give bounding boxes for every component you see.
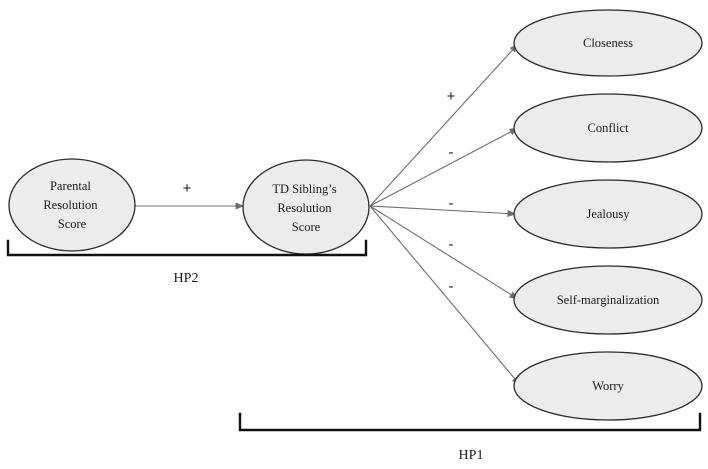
bracket-hp2 <box>6 239 368 257</box>
node-parental-line-3: Score <box>58 217 87 231</box>
edge-sibling-to-conflict <box>369 127 519 207</box>
node-parental-resolution-score: Parental Resolution Score <box>8 158 136 252</box>
sign-sibling-to-selfmarg: - <box>449 236 454 253</box>
bracket-hp1 <box>238 412 702 432</box>
node-sibling-line-2: Resolution <box>277 201 332 215</box>
edge-sibling-to-closeness <box>369 43 519 207</box>
node-td-sibling-resolution-score: TD Sibling’s Resolution Score <box>242 159 370 255</box>
node-jealousy-label: Jealousy <box>586 207 630 221</box>
sign-sibling-to-jealousy: - <box>449 195 454 212</box>
sign-sibling-to-conflict: - <box>449 144 454 161</box>
node-closeness-label: Closeness <box>583 36 633 50</box>
label-hp1: HP1 <box>459 448 484 463</box>
node-sibling-line-1: TD Sibling’s <box>272 182 336 196</box>
node-self-marginalization: Self-marginalization <box>513 265 703 335</box>
node-selfmarg-label: Self-marginalization <box>557 293 660 307</box>
node-jealousy: Jealousy <box>513 179 703 249</box>
node-parental-line-2: Resolution <box>43 198 98 212</box>
node-worry-label: Worry <box>592 379 624 393</box>
label-hp2: HP2 <box>174 271 199 286</box>
edge-sibling-to-selfmarg <box>369 205 519 300</box>
sign-sibling-to-closeness: + <box>447 88 456 105</box>
node-worry: Worry <box>513 351 703 421</box>
node-conflict: Conflict <box>513 93 703 163</box>
node-conflict-label: Conflict <box>588 121 629 135</box>
svg-text:TD Sibling’s Resolution: TD Sibling’s Resolution Score <box>272 182 339 234</box>
svg-text:Parental Resolution: Parental Resolution Score <box>43 179 100 231</box>
node-closeness: Closeness <box>513 9 703 77</box>
edge-sibling-to-worry <box>369 205 521 386</box>
sign-sibling-to-worry: - <box>449 278 454 295</box>
node-sibling-line-3: Score <box>292 220 321 234</box>
sign-parental-to-sibling: + <box>183 180 192 197</box>
edge-sibling-to-jealousy <box>369 205 517 218</box>
node-parental-line-1: Parental <box>50 179 91 193</box>
